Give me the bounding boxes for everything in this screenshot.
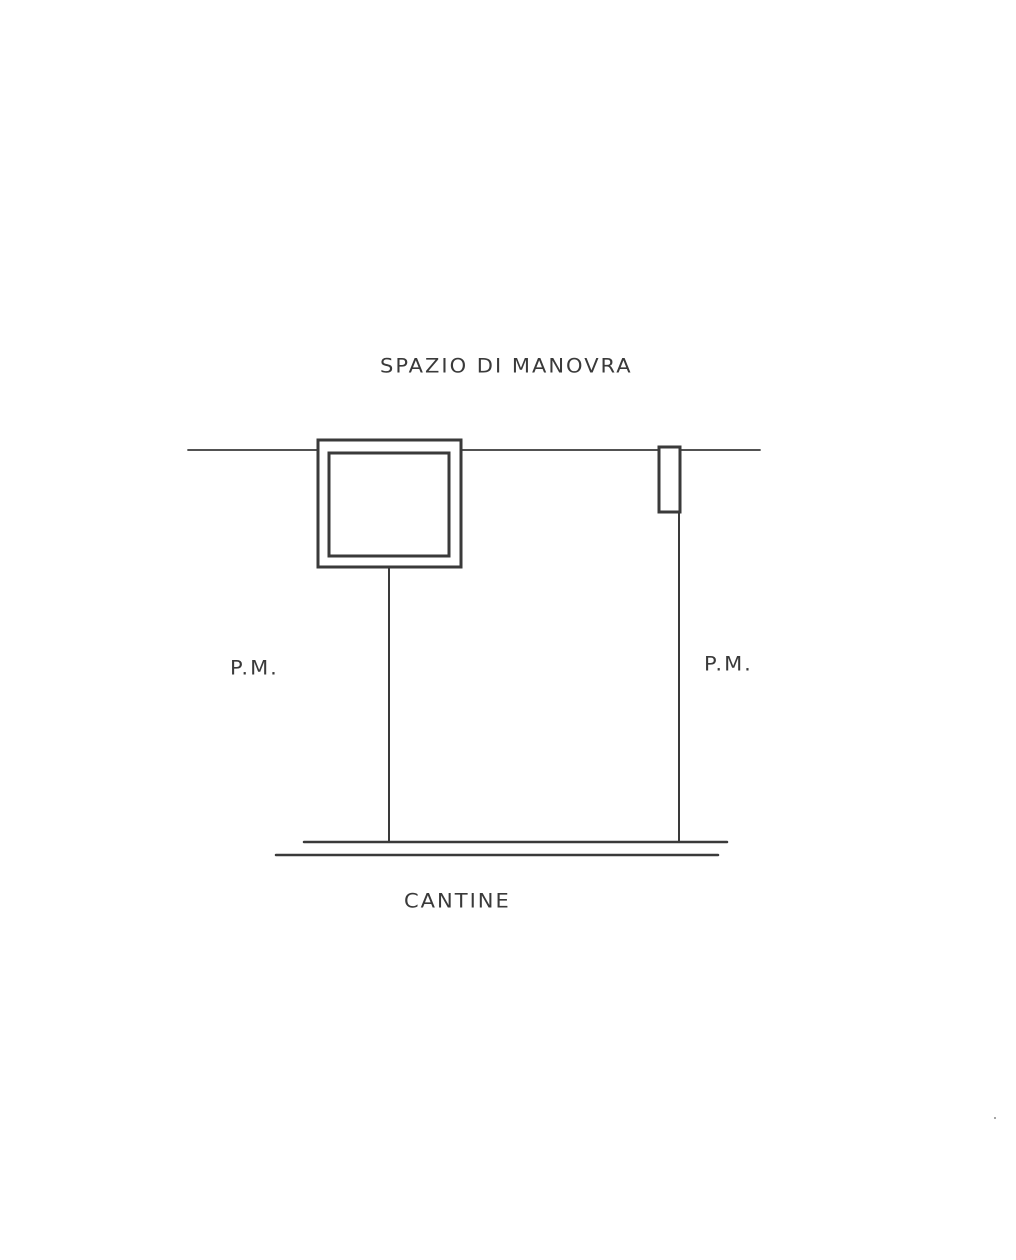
- label-pm-right: P.M.: [704, 652, 753, 676]
- pillar-outer: [316, 438, 463, 569]
- speck: [994, 1117, 996, 1119]
- label-cantine: CANTINE: [404, 889, 511, 913]
- label-pm-left: P.M.: [230, 656, 279, 680]
- small-column: [657, 445, 682, 514]
- pillar-inner: [327, 451, 451, 558]
- label-spazio-di-manovra: SPAZIO DI MANOVRA: [380, 354, 633, 378]
